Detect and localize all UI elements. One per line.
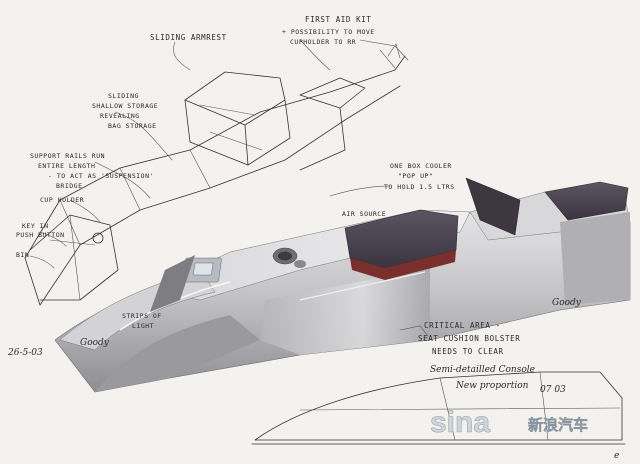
label-key-1: KEY IN [22,222,48,230]
label-semi-detailed: Semi-detailled Console [430,365,535,375]
label-support-3: - TO ACT AS 'SUSPENSION' [48,172,154,180]
signature-right: Goody [552,298,582,308]
label-bin: BIN [16,251,29,259]
wireframe-console-sketch [24,39,409,306]
label-first-aid-2: + POSSIBILITY TO MOVE [282,28,375,36]
signature-left: Goody [80,338,110,348]
label-first-aid-1: FIRST AID KIT [305,15,372,24]
label-cup-holder: CUP HOLDER [40,196,84,204]
label-new-proportion: New proportion [455,381,529,391]
label-strips-2: LIGHT [132,322,154,330]
watermark-latin: sina [430,406,490,439]
watermark-chinese: 新浪汽车 [528,416,588,434]
label-support-2: ENTIRE LENGTH [38,162,95,170]
label-storage-1: SLIDING [108,92,139,100]
label-critical-1: CRITICAL AREA - [424,321,501,330]
label-critical-3: NEEDS TO CLEAR [432,347,504,356]
label-sliding-armrest: SLIDING ARMREST [150,33,227,42]
sina-watermark: sina 新浪汽车 [430,406,589,440]
profile-sketch [251,325,626,445]
label-storage-4: BAG STORAGE [108,122,157,130]
label-key-2: PUSH BUTTON [16,231,65,239]
annotation-layer: SLIDING ARMREST FIRST AID KIT + POSSIBIL… [7,15,619,461]
label-storage-2: SHALLOW STORAGE [92,102,158,110]
corner-mark: e [614,451,619,461]
label-first-aid-3: CUPHOLDER TO RR [290,38,356,46]
label-date-right: 07 03 [540,385,566,395]
label-support-1: SUPPORT RAILS RUN [30,152,105,160]
label-storage-3: REVEALING [100,112,140,120]
label-cooler-2: "POP UP" [398,172,433,180]
label-cooler-1: ONE BOX COOLER [390,162,452,170]
label-air-source: AIR SOURCE [342,210,386,218]
rendered-center-console [54,177,631,393]
label-cooler-3: TO HOLD 1.5 LTRS [384,183,455,191]
label-critical-2: SEAT CUSHION BOLSTER [418,334,520,343]
label-date-left: 26-5-03 [7,348,43,358]
label-support-4: BRIDGE [56,182,82,190]
label-strips-1: STRIPS OF [122,312,162,320]
